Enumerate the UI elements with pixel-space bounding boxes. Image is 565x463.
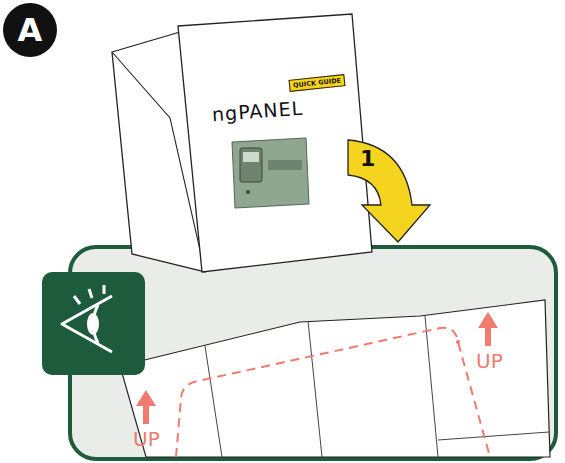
device-body [232,138,309,208]
up-mark: UP [133,427,160,451]
step-arrow [348,140,430,242]
up-mark: UP [476,349,503,373]
eye-icon [42,272,145,375]
dot [456,340,460,344]
up-arrow [478,312,498,346]
device-led [246,190,250,194]
fold-line [205,346,222,457]
eye-symbol [62,285,112,352]
device-module [240,148,262,182]
device-screen [243,152,259,162]
eye-outline [62,296,112,352]
fold-lines [205,316,549,457]
step-letter-badge: A [3,3,57,57]
eye-lashes [74,285,104,304]
dashed-outline [176,328,490,457]
fold-line [438,432,549,440]
device-badge [268,160,302,170]
node-text: A [18,11,43,49]
up-arrows [136,312,498,424]
booklet-cover [178,14,372,272]
fold-line [308,321,322,457]
up-arrow [136,390,156,424]
fold-line [425,316,438,457]
eye-pupil [87,313,99,335]
unfolded-sheet [120,300,550,457]
device-picture [232,138,309,208]
step-number: 1 [360,146,375,171]
